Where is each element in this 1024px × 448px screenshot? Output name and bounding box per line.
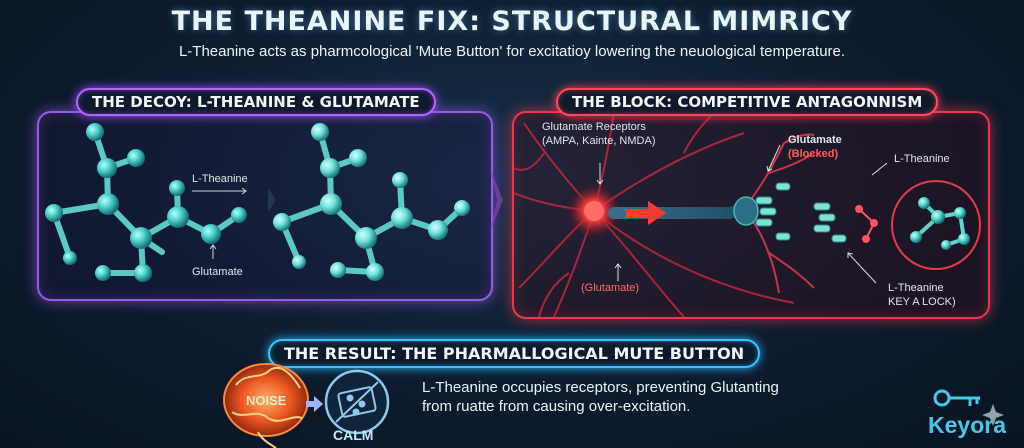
calm-mute-icon — [324, 369, 390, 435]
theanine-molecule-left-atoms — [45, 123, 247, 282]
glutamate-molecule-right-atoms — [273, 123, 470, 281]
block-label-receptors-types: (AMPA, Kainte, NMDA) — [542, 135, 656, 147]
result-description-line-2: from ɾuatte from causing over-excitation… — [422, 398, 691, 415]
result-description-line-1: L-Theanine occupies receptors, preventin… — [422, 379, 779, 396]
result-heading: THE RESULT: THE PHARMALLOGICAL MUTE BUTT… — [268, 339, 761, 368]
block-label-receptors: Glutamate Receptors — [542, 121, 646, 133]
neuron-illustration — [514, 113, 981, 317]
chevron-right-icon — [490, 168, 503, 232]
block-label-blocked: (Blocked) — [788, 148, 839, 160]
block-label-glutamate-bottom: (Glutamate) — [581, 282, 640, 294]
brand-logo-text: Keyora — [928, 412, 1006, 438]
noise-label: NOISE — [246, 393, 287, 408]
key-logo-icon — [933, 389, 980, 407]
decoy-label-glutamate: Glutamate — [192, 266, 243, 278]
block-label-glutamate: Glutamate — [788, 134, 842, 146]
calm-label: CALM — [333, 427, 374, 443]
decoy-label-theanine: L-Theanine — [192, 173, 248, 185]
result-description: L-Theanine occupies receptors, preventin… — [422, 378, 842, 416]
block-label-key: L-Theanine — [888, 282, 944, 294]
block-panel — [512, 111, 990, 319]
page-subtitle: L-Theanine acts as pharmcological 'Mute … — [178, 43, 846, 60]
decoy-pointer-arrows — [192, 187, 247, 259]
brain-noise-icon — [223, 363, 309, 448]
block-label-key-lock: KEY A LOCK) — [888, 296, 956, 308]
block-heading: THE BLOCK: COMPETITIVE ANTAGONNISM — [556, 88, 939, 116]
page-title: THE THEANINE FIX: STRUCTURAL MIMRICY — [171, 6, 853, 37]
noise-to-calm-arrow — [306, 396, 323, 412]
sparkle-icon — [982, 404, 1004, 426]
block-label-theanine: L-Theanine — [894, 153, 950, 165]
decoy-heading: THE DECOY: L-THEANINE & GLUTAMATE — [76, 88, 436, 116]
